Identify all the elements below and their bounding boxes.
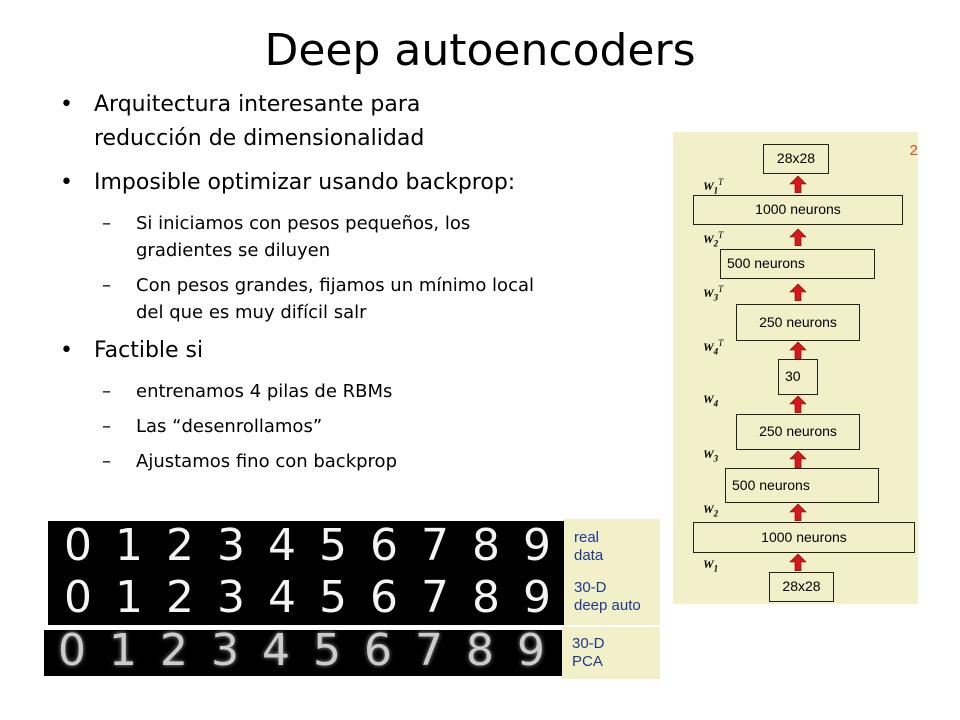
sub-bullet-item: – Si iniciamos con pesos pequeños, los g… [60, 210, 660, 264]
digit-glyph: 0 [58, 625, 86, 676]
digit-glyph: 8 [466, 625, 494, 676]
digit-glyph: 0 [64, 572, 92, 623]
bullet-item: • Arquitectura interesante para reducció… [60, 88, 660, 156]
corner-mark: 2 [909, 142, 918, 159]
sub-bullet-item: – Ajustamos fino con backprop [60, 448, 660, 475]
digit-glyph: 3 [211, 625, 239, 676]
layer-box: 500 neurons [720, 249, 875, 279]
digit-glyph: 0 [64, 520, 92, 571]
weight-label: W2T [703, 230, 724, 249]
dash-glyph: – [102, 381, 111, 402]
digit-glyph: 8 [472, 572, 500, 623]
digit-glyph: 8 [472, 520, 500, 571]
weight-label: W4T [703, 338, 724, 357]
up-arrow-icon [789, 553, 807, 571]
digit-glyph: 3 [217, 572, 245, 623]
sub-bullet-item: – Las “desenrollamos” [60, 413, 660, 440]
digit-glyph: 9 [523, 572, 551, 623]
digit-glyph: 4 [262, 625, 290, 676]
digit-glyph: 2 [166, 520, 194, 571]
digit-glyph: 9 [517, 625, 545, 676]
bullet-text: Arquitectura interesante para reducción … [94, 92, 425, 151]
weight-label: W1 [703, 557, 719, 574]
layer-box: 250 neurons [736, 414, 860, 450]
digit-glyph: 1 [115, 520, 143, 571]
digit-glyph: 1 [109, 625, 137, 676]
digit-row-label: real data 30-D deep auto [564, 519, 660, 625]
weight-label: W3 [703, 447, 719, 464]
bullet-item: • Factible si [60, 334, 660, 368]
sub-bullet-text: entrenamos 4 pilas de RBMs [136, 381, 393, 402]
bullet-glyph: • [60, 92, 73, 117]
weight-label: W2 [703, 502, 719, 519]
digit-glyph: 6 [370, 520, 398, 571]
up-arrow-icon [789, 503, 807, 521]
layer-box: 30 [778, 359, 818, 395]
digit-glyph: 1 [115, 572, 143, 623]
sub-bullet-text: Ajustamos fino con backprop [136, 451, 397, 472]
digit-strip-real [48, 521, 564, 573]
bullet-item: • Imposible optimizar usando backprop: [60, 166, 660, 200]
digit-glyph: 6 [364, 625, 392, 676]
digit-glyph: 5 [319, 520, 347, 571]
autoencoder-diagram: 2 28x28 1000 neurons 500 neurons 250 neu… [673, 132, 918, 604]
slide-title: Deep autoencoders [264, 25, 696, 76]
dash-glyph: – [102, 213, 111, 234]
digit-glyph: 2 [166, 572, 194, 623]
bullet-text: Factible si [94, 338, 204, 363]
layer-box: 28x28 [769, 572, 834, 602]
bullet-text: Imposible optimizar usando backprop: [94, 170, 516, 195]
digit-glyph: 7 [421, 520, 449, 571]
layer-box: 1000 neurons [693, 195, 903, 225]
bullet-glyph: • [60, 170, 73, 195]
weight-label: W4 [703, 392, 719, 409]
up-arrow-icon [789, 175, 807, 193]
digit-strip-pca [44, 630, 562, 676]
up-arrow-icon [789, 450, 807, 468]
digit-glyph: 7 [415, 625, 443, 676]
digit-glyph: 4 [268, 520, 296, 571]
layer-box: 250 neurons [736, 304, 860, 341]
digit-row-label: 30-D PCA [562, 627, 660, 679]
up-arrow-icon [789, 283, 807, 301]
up-arrow-icon [789, 341, 807, 359]
digit-glyph: 5 [313, 625, 341, 676]
digit-strip-deep-auto [48, 573, 564, 625]
sub-bullet-text: Las “desenrollamos” [136, 416, 323, 437]
up-arrow-icon [789, 228, 807, 246]
digit-glyph: 4 [268, 572, 296, 623]
layer-box: 28x28 [763, 144, 829, 174]
digit-glyph: 5 [319, 572, 347, 623]
dash-glyph: – [102, 416, 111, 437]
digit-glyph: 6 [370, 572, 398, 623]
digit-glyph: 3 [217, 520, 245, 571]
weight-label: W3T [703, 284, 724, 303]
weight-label: W1T [703, 177, 724, 196]
dash-glyph: – [102, 451, 111, 472]
sub-bullet-text: Con pesos grandes, fijamos un mínimo loc… [136, 275, 534, 323]
digit-glyph: 2 [160, 625, 188, 676]
bullet-glyph: • [60, 338, 73, 363]
sub-bullet-text: Si iniciamos con pesos pequeños, los gra… [136, 213, 471, 261]
bullet-list: • Arquitectura interesante para reducció… [60, 88, 660, 483]
sub-bullet-item: – Con pesos grandes, fijamos un mínimo l… [60, 272, 660, 326]
sub-bullet-item: – entrenamos 4 pilas de RBMs [60, 378, 660, 405]
layer-box: 1000 neurons [693, 522, 915, 553]
digit-glyph: 9 [523, 520, 551, 571]
digit-glyph: 7 [421, 572, 449, 623]
dash-glyph: – [102, 275, 111, 296]
layer-box: 500 neurons [725, 468, 879, 503]
up-arrow-icon [789, 395, 807, 413]
